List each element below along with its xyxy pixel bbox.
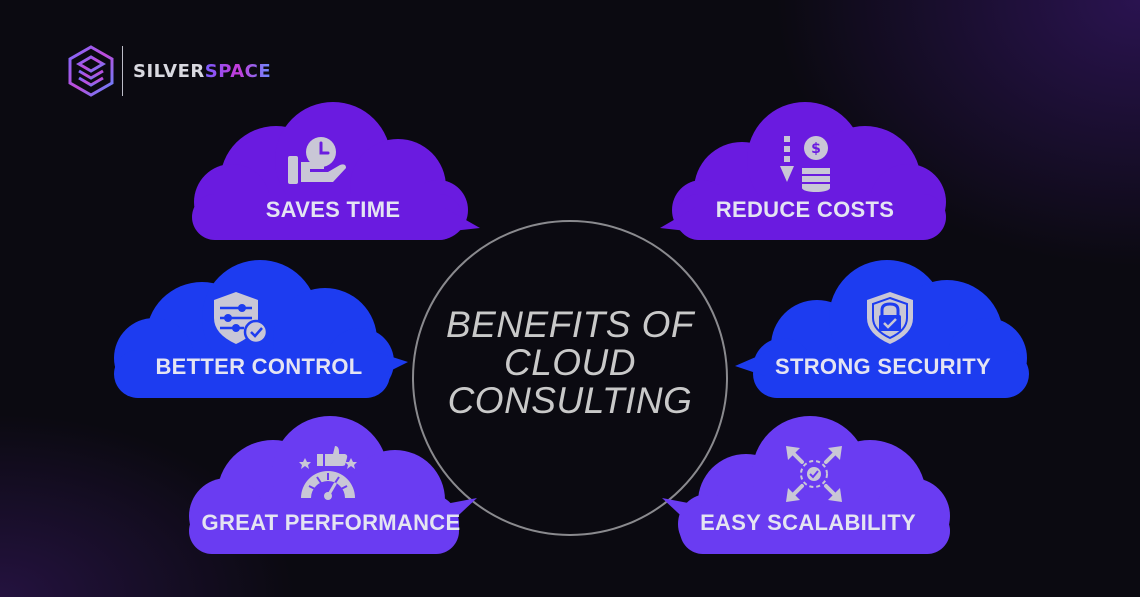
logo-divider xyxy=(122,46,123,96)
brand-name-space: SPACE xyxy=(204,60,272,82)
cloud-shape xyxy=(114,260,408,398)
brand-name-silver: SILVER xyxy=(133,60,205,82)
shield-settings-icon xyxy=(214,292,269,345)
silverspace-logo-icon xyxy=(68,45,114,97)
benefit-cloud-reduce-costs: $ REDUCE COSTS xyxy=(660,102,950,240)
benefit-label: STRONG SECURITY xyxy=(775,354,991,379)
benefit-cloud-strong-security: STRONG SECURITY xyxy=(735,258,1031,398)
benefit-label: SAVES TIME xyxy=(265,197,401,222)
center-title-line3: CONSULTING xyxy=(447,380,693,421)
expand-arrows-check-icon xyxy=(786,446,842,502)
shield-lock-icon xyxy=(867,292,913,344)
cloud-shape xyxy=(662,416,950,554)
cloud-shape xyxy=(660,102,946,240)
benefit-cloud-saves-time: SAVES TIME xyxy=(188,102,480,240)
cloud-shape xyxy=(192,102,480,240)
benefit-label: EASY SCALABILITY xyxy=(700,510,916,535)
svg-text:$: $ xyxy=(811,141,821,157)
benefit-cloud-easy-scalability: EASY SCALABILITY xyxy=(662,414,954,554)
center-title: BENEFITS OF CLOUD CONSULTING xyxy=(412,306,728,420)
cloud-shape xyxy=(189,416,477,554)
center-title-line2: CLOUD xyxy=(503,342,637,383)
center-circle xyxy=(412,220,728,536)
speedometer-thumbs-up-icon xyxy=(299,446,357,500)
coins-down-arrow-icon: $ xyxy=(780,136,830,192)
benefit-cloud-better-control: BETTER CONTROL xyxy=(110,258,408,398)
benefit-label: BETTER CONTROL xyxy=(155,354,363,379)
benefit-label: REDUCE COSTS xyxy=(715,197,895,222)
cloud-shape xyxy=(735,260,1029,398)
clock-in-hand-icon xyxy=(288,137,346,184)
benefit-cloud-great-performance: GREAT PERFORMANCE xyxy=(185,414,477,554)
center-title-line1: BENEFITS OF xyxy=(445,304,695,345)
benefit-label: GREAT PERFORMANCE xyxy=(201,510,461,535)
